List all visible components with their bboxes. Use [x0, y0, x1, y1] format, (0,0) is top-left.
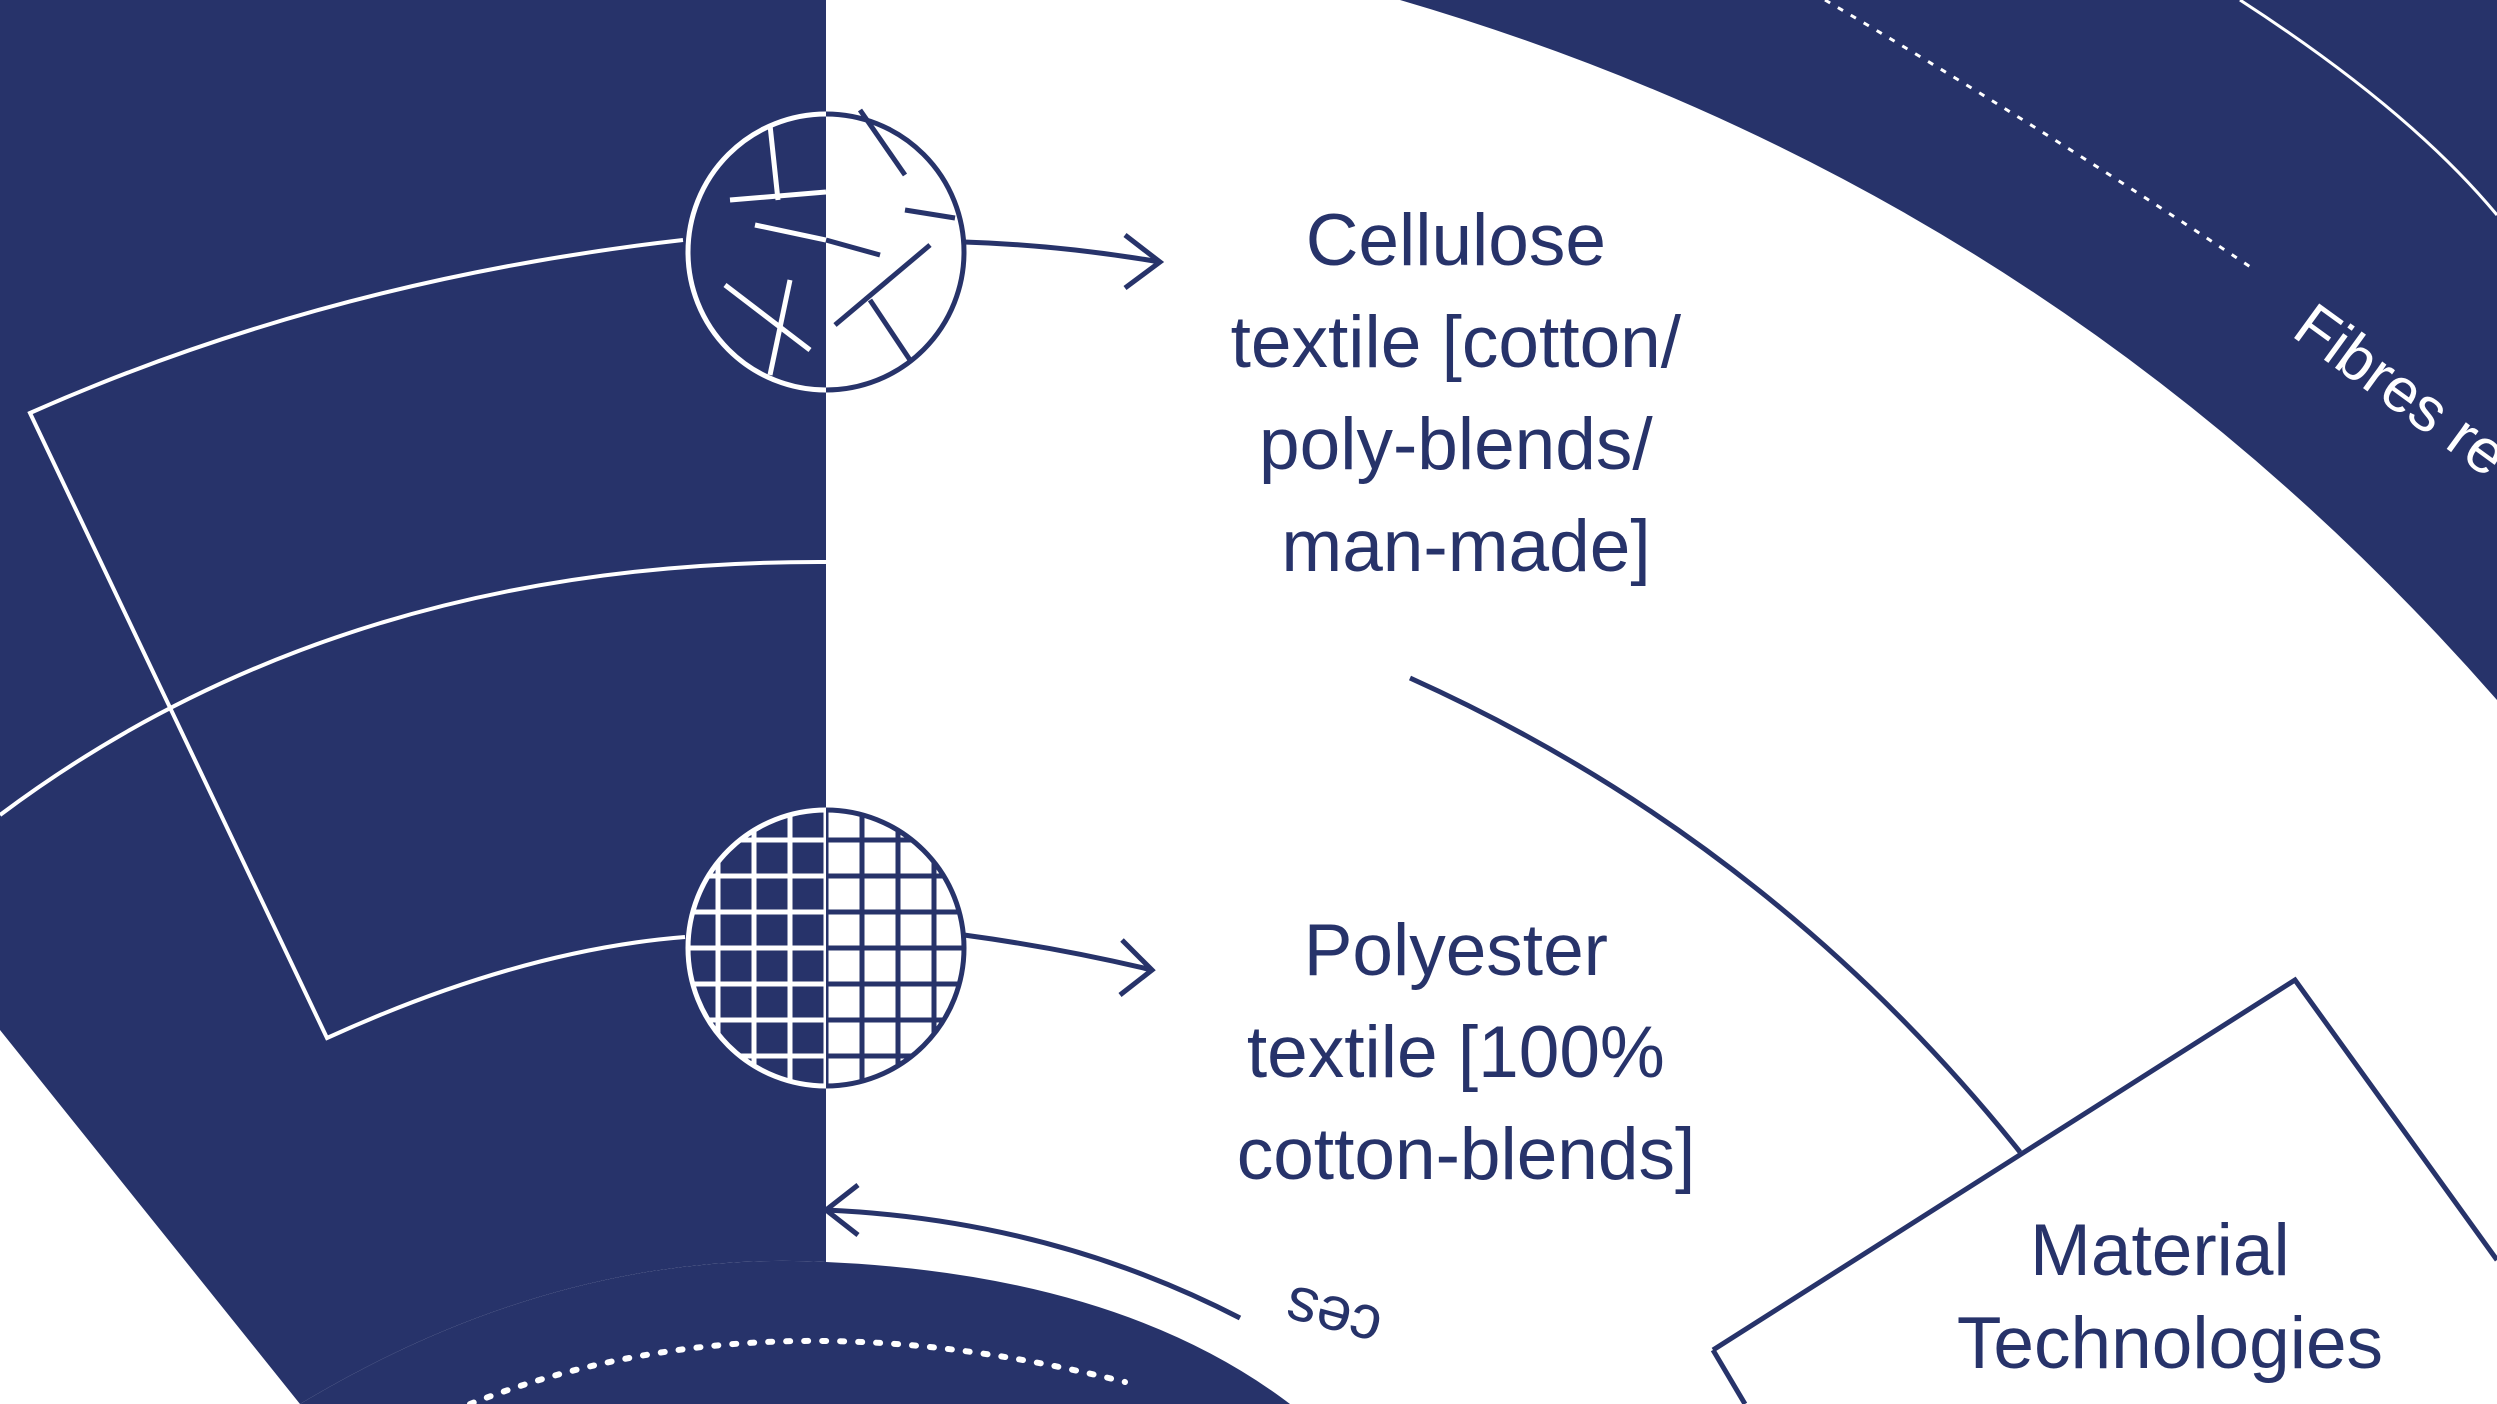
inner-band-dot: [256, 1391, 274, 1404]
outer-navy-ring: [1400, 0, 2497, 700]
polyester-line-3: cotton-blends]: [1237, 1114, 1696, 1195]
cellulose-line-3: poly-blends/: [1259, 404, 1653, 485]
material-technologies-line-2: Technologies: [1957, 1303, 2383, 1384]
polyester-line-2: textile [100%: [1247, 1012, 1665, 1093]
panel-outline-shapes: [0, 238, 827, 1041]
arrow-to-polyester: [963, 932, 1156, 997]
cellulose-label: Cellulose textile [cotton/ poly-blends/ …: [1231, 200, 1702, 587]
material-technologies-line-1: Material: [2030, 1210, 2290, 1291]
fibre-cross-section-icon: [685, 108, 967, 393]
woven-grid-icon: [685, 807, 967, 1089]
cellulose-line-4: man-made]: [1281, 506, 1650, 587]
arrow-to-cellulose: [963, 233, 1165, 291]
inner-navy-band: [300, 1260, 1290, 1404]
inner-ring-label: ces: [1278, 1272, 1389, 1364]
outer-dotted-line: [1824, 0, 2256, 272]
polyester-label: Polyester textile [100% cotton-blends]: [1237, 910, 1696, 1195]
polyester-line-1: Polyester: [1304, 910, 1608, 991]
connector-arc: [1408, 675, 2022, 1154]
cellulose-line-1: Cellulose: [1306, 200, 1606, 281]
cellulose-line-2: textile [cotton/: [1231, 302, 1682, 383]
material-technologies-label: Material Technologies: [1957, 1210, 2383, 1384]
material-technologies-box: [1711, 976, 2497, 1353]
inner-dotted-arc: [467, 1337, 1128, 1404]
material-technologies-box-edge: [1710, 1348, 1748, 1404]
outer-ring-line: [2239, 0, 2497, 216]
arrow-back-to-panel: [821, 1183, 1242, 1321]
left-navy-panel: [0, 0, 826, 1404]
